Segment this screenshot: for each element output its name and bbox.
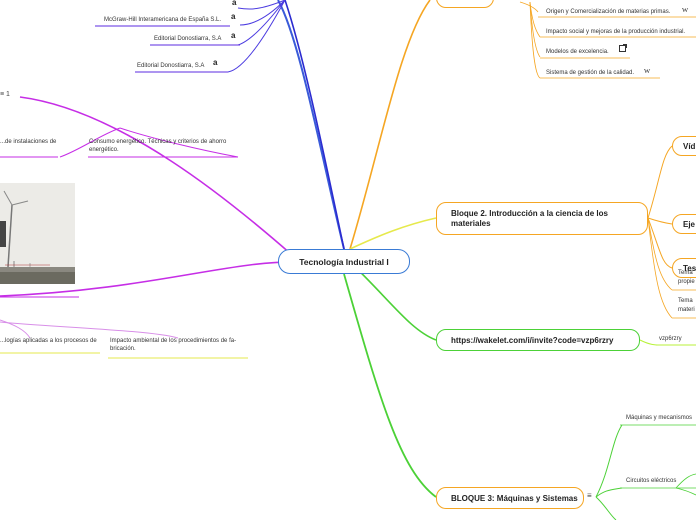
industrial-photo[interactable] xyxy=(0,183,75,284)
amazon-icon[interactable]: a xyxy=(231,12,236,21)
right-item-excellence[interactable]: Modelos de excelencia. xyxy=(546,49,609,55)
wikipedia-icon[interactable]: W xyxy=(644,68,651,75)
expand-toggle[interactable]: ≡ xyxy=(505,0,509,3)
environmental-impact-item[interactable]: Impacto ambiental de los procedimientos … xyxy=(110,338,237,352)
right-item-social-impact[interactable]: Impacto social y mejoras de la producció… xyxy=(546,29,686,35)
process-technologies-item[interactable]: ...logías aplicadas a los procesos de xyxy=(0,338,97,344)
publisher-item-3[interactable]: Editorial Donostiarra, S.A xyxy=(154,36,222,42)
amazon-icon[interactable]: a xyxy=(232,0,237,7)
bloque2-child-videos[interactable]: Víd xyxy=(672,136,696,156)
wakelet-link-node[interactable]: https://wakelet.com/i/invite?code=vzp6rz… xyxy=(436,329,640,351)
bloque3-child-machines[interactable]: Máquinas y mecanismos xyxy=(626,415,693,421)
expand-toggle[interactable]: ≡ xyxy=(587,491,592,500)
list-icon: ≡ xyxy=(0,91,5,98)
amazon-icon[interactable]: a xyxy=(231,31,236,40)
right-item-raw-materials[interactable]: Origen y Comercialización de materias pr… xyxy=(546,9,671,15)
wikipedia-icon[interactable]: W xyxy=(682,7,689,14)
energy-topic-item[interactable]: ...de instalaciones de xyxy=(0,139,57,145)
right-item-quality[interactable]: Sistema de gestión de la calidad. xyxy=(546,70,635,76)
central-topic[interactable]: Tecnología Industrial I xyxy=(278,249,410,274)
publisher-item-2[interactable]: McGraw-Hill Interamericana de España S.L… xyxy=(104,17,222,23)
amazon-icon[interactable]: a xyxy=(213,58,218,67)
list-count-badge[interactable]: ≡ 1 xyxy=(0,91,10,98)
orange-topic-node[interactable] xyxy=(436,0,494,8)
bloque3-node[interactable]: BLOQUE 3: Máquinas y Sistemas xyxy=(436,487,584,509)
bloque2-child-tests[interactable]: Tes xyxy=(672,258,696,278)
bloque2-node[interactable]: Bloque 2. Introducción a la ciencia de l… xyxy=(436,202,648,235)
external-link-icon[interactable] xyxy=(619,44,627,52)
bloque2-topic-materials[interactable]: Tema materi xyxy=(678,298,695,313)
energy-consumption-item[interactable]: Consumo energético. Técnicas y criterios… xyxy=(89,139,227,153)
wind-turbine-image xyxy=(0,183,75,284)
publisher-item-4[interactable]: Editorial Donostiarra, S.A xyxy=(137,63,205,69)
wakelet-code-item[interactable]: vzp6rzry xyxy=(659,336,682,342)
bloque3-child-circuits[interactable]: Circuitos eléctricos xyxy=(626,478,677,484)
bloque2-topic-properties[interactable]: Tema propie xyxy=(678,270,695,285)
bloque2-child-exercises[interactable]: Eje xyxy=(672,214,696,234)
